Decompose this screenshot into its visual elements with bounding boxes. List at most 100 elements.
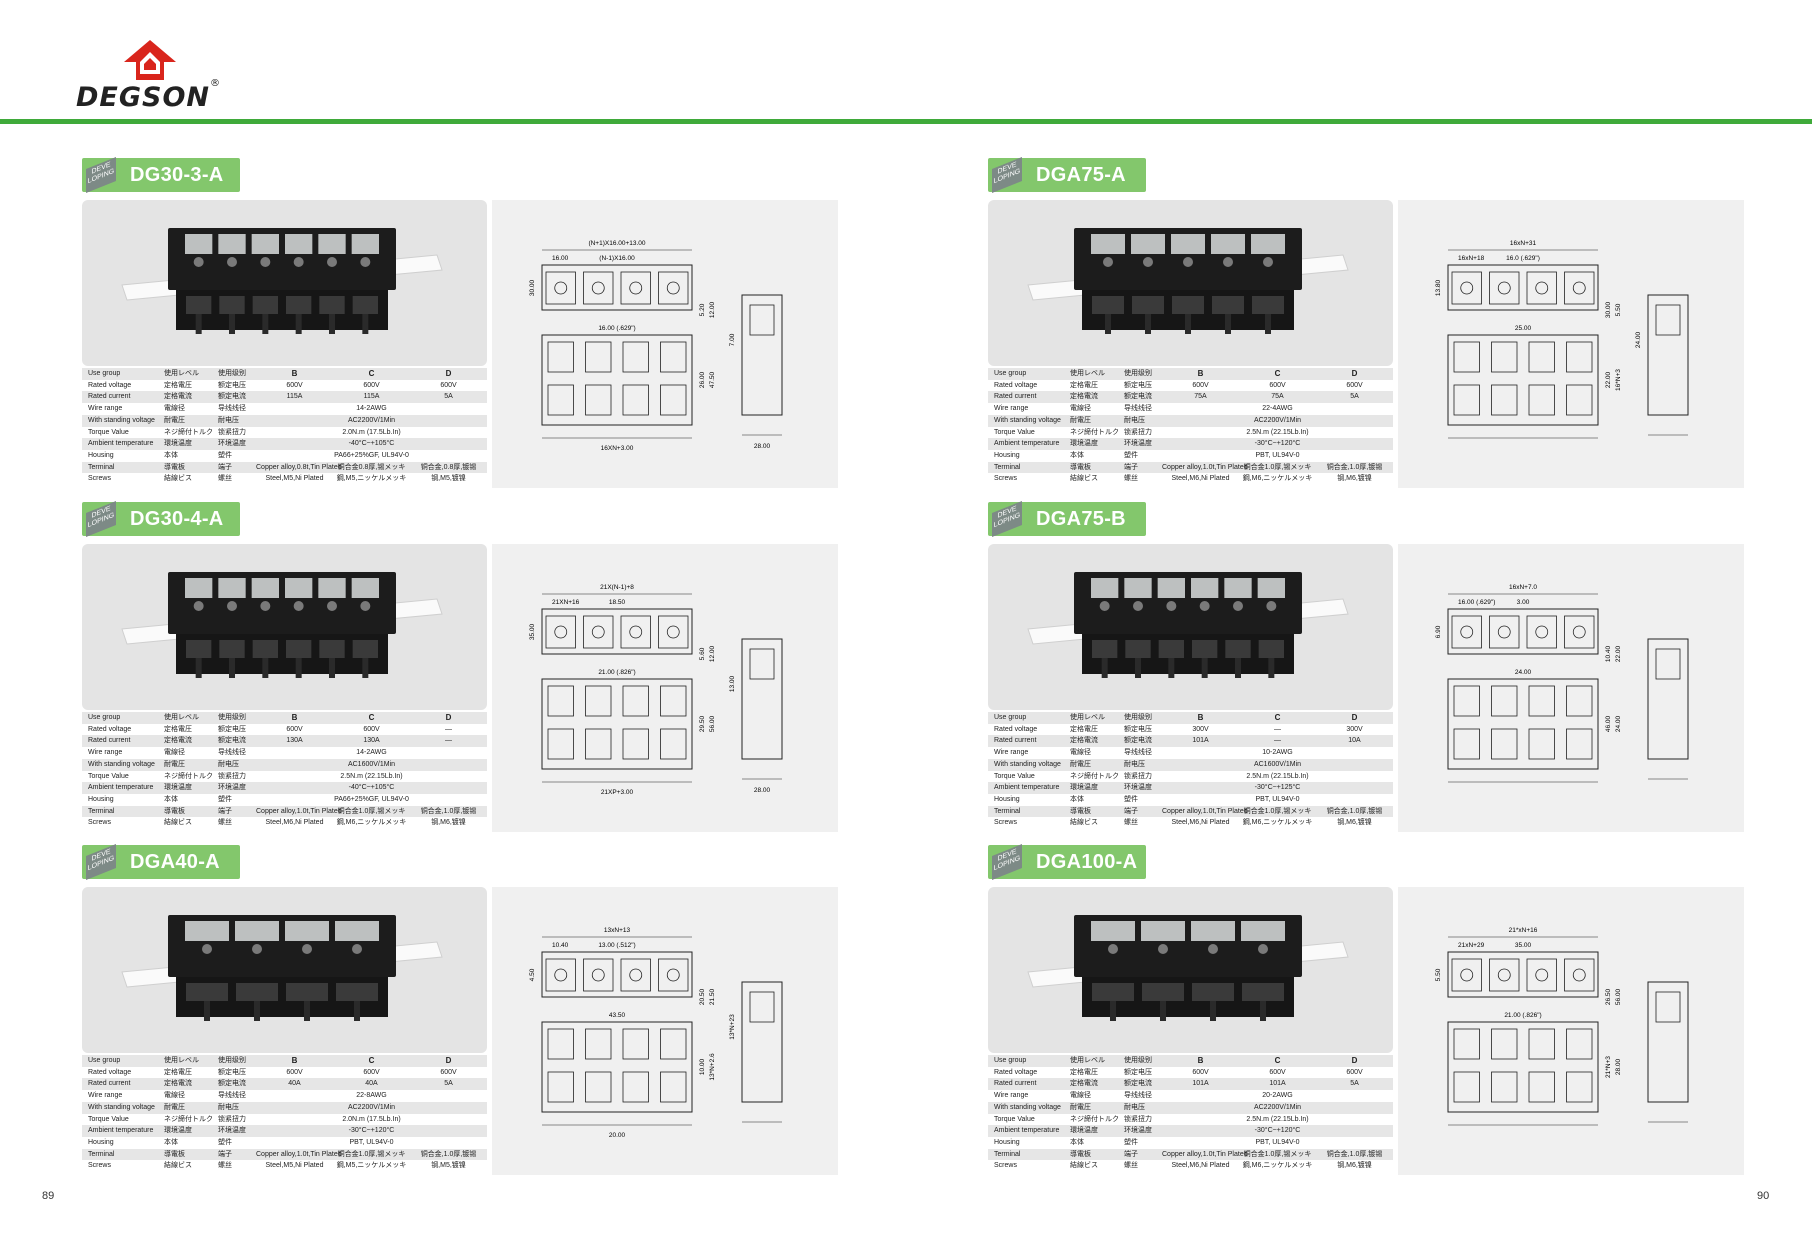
terminal-block-photo-icon [1027,228,1349,334]
dimension-label: 47.50 [709,371,716,388]
dimension-label: 28.00 [1615,1058,1622,1075]
dimension-label: 5.50 [1615,303,1622,316]
dimension-label: 12.00 [709,301,716,318]
dimension-label: 12.00 [709,645,716,662]
product-title: DGA75-B [1036,508,1126,530]
terminal-block-photo-icon [1027,915,1349,1021]
dimension-label: 6.90 [1435,625,1442,638]
terminal-block-photo-icon [121,915,443,1021]
dimension-label: 16.00 (.629") [598,325,635,332]
dimension-label: 10.40 [1605,645,1612,662]
brand-name: DEGSON® [76,78,222,113]
product-photo [988,887,1393,1053]
developing-badge: DEVE LOPING [86,500,116,538]
dimension-label: 21XP+3.00 [601,789,634,796]
dimension-label: 25.00 [1515,325,1532,332]
dimension-label: 20.00 [609,1132,626,1139]
dimension-label: 21X(N-1)+8 [600,584,634,591]
developing-badge: DEVE LOPING [86,156,116,194]
dimension-label: 10.00 [699,1058,706,1075]
dimension-label: 46.00 [1605,715,1612,732]
product-title: DGA75-A [1036,164,1126,186]
product-title-tab: DEVE LOPING DGA75-B [988,500,1146,538]
dimension-label: 13*N+23 [729,1014,736,1040]
dimension-drawing-icon: (N+1)X16.00+13.0016.00(N-1)X16.0030.005.… [529,240,783,452]
dimension-label: 30.00 [529,279,536,296]
dimension-label: 3.00 [1517,599,1530,606]
product-photo [988,200,1393,366]
dimension-label: (N-1)X16.00 [599,255,635,262]
dimension-label: 16xN+18 [1458,255,1485,262]
dimension-label: 30.00 [1605,301,1612,318]
dimension-label: 29.50 [699,715,706,732]
dimension-label: 28.00 [754,443,771,450]
dimension-label: 13.00 [729,675,736,692]
page-number-left: 89 [42,1190,55,1202]
product-title-tab: DEVE LOPING DG30-4-A [82,500,240,538]
page-number-right: 90 [1757,1190,1770,1202]
dimension-label: 13*N+2.6 [709,1053,716,1081]
dimension-label: 56.00 [709,715,716,732]
brand-logo: DEGSON® [76,40,236,116]
dimension-label: 13.80 [1435,279,1442,296]
dimension-label: 16.00 [552,255,569,262]
dimension-label: 16.0 (.629") [1506,255,1540,262]
dimension-label: 5.50 [1435,968,1442,981]
dimension-label: 21*N+3 [1605,1056,1612,1078]
dimension-label: 13xN+13 [604,927,631,934]
product-title-tab: DEVE LOPING DG30-3-A [82,156,240,194]
dimension-label: 21*xN+16 [1509,927,1538,934]
dimension-label: 43.50 [609,1012,626,1019]
dimension-label: 13.00 (.512") [598,942,635,949]
developing-badge: DEVE LOPING [86,843,116,881]
dimension-label: 20.50 [699,988,706,1005]
dimension-label: 21xN+29 [1458,942,1485,949]
dimension-label: 56.00 [1615,988,1622,1005]
